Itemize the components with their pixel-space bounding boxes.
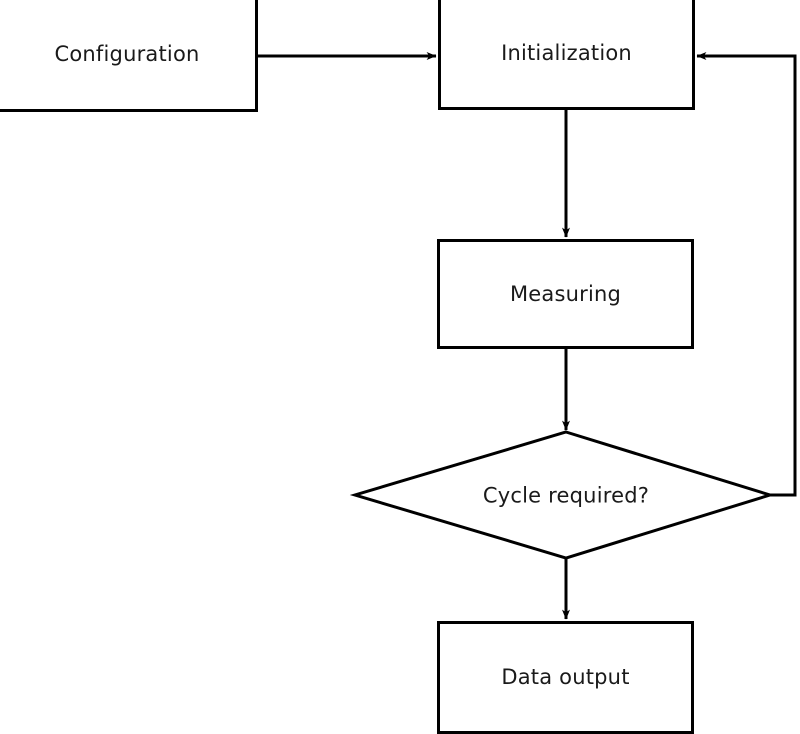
node-measuring-label: Measuring [509,281,622,306]
node-initialization-label: Initialization [501,40,632,65]
node-configuration[interactable]: Configuration [0,0,258,112]
node-cycle-required[interactable] [355,432,770,558]
node-measuring[interactable]: Measuring [437,239,694,349]
node-configuration-label: Configuration [54,41,200,66]
node-data-output[interactable]: Data output [437,621,694,734]
node-initialization[interactable]: Initialization [438,0,695,110]
edge-cycle-initialization [696,52,797,497]
node-data-output-label: Data output [501,665,630,689]
